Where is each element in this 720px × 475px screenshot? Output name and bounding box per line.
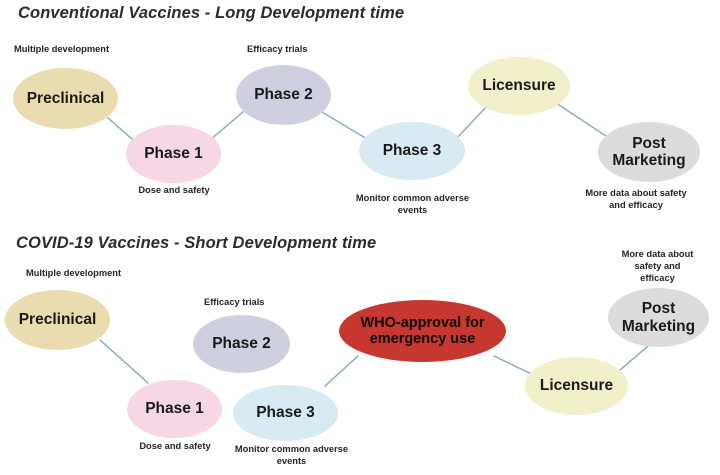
node-phase2[interactable]: Phase 2 [236,65,331,125]
caption-more-data: More data about safety and efficacy [621,249,694,283]
node-preclinical[interactable]: Preclinical [13,68,118,129]
node-post-marketing[interactable]: Post Marketing [598,122,700,182]
node-phase1[interactable]: Phase 1 [126,125,221,183]
node-post-marketing-label: Post Marketing [621,300,696,335]
node-preclinical-label: Preclinical [26,89,105,107]
caption-multiple-development: Multiple development [14,44,110,54]
conventional-vaccines-panel: Conventional Vaccines - Long Development… [0,0,720,228]
caption-monitor-adverse-events: Monitor common adverse events [355,193,470,215]
conventional-panel-title: Conventional Vaccines - Long Development… [18,4,405,22]
node-phase3[interactable]: Phase 3 [233,385,338,441]
node-phase3-label: Phase 3 [256,404,315,422]
node-phase1-label: Phase 1 [145,400,204,418]
node-phase1[interactable]: Phase 1 [127,380,222,438]
edge-licensure-postmarketing [555,102,613,141]
node-preclinical-label: Preclinical [18,311,97,329]
node-preclinical[interactable]: Preclinical [5,290,110,350]
caption-efficacy-trials: Efficacy trials [204,297,265,307]
node-post-marketing-label: Post Marketing [612,134,686,169]
node-post-marketing[interactable]: Post Marketing [608,288,709,347]
node-phase2-label: Phase 2 [254,86,313,104]
caption-efficacy-trials: Efficacy trials [247,44,308,54]
node-licensure[interactable]: Licensure [468,57,570,115]
node-phase3[interactable]: Phase 3 [359,122,465,180]
edge-phase1-phase2 [209,111,244,141]
node-phase1-label: Phase 1 [144,145,203,163]
caption-monitor-adverse-events: Monitor common adverse events [234,444,349,466]
node-phase2-label: Phase 2 [212,335,271,353]
caption-more-data: More data about safety and efficacy [585,188,687,210]
covid19-panel-title: COVID-19 Vaccines - Short Development ti… [16,234,377,252]
node-phase2[interactable]: Phase 2 [193,315,290,373]
node-who-approval[interactable]: WHO-approval for emergency use [339,300,506,362]
edge-phase3-licensure [454,104,489,141]
caption-dose-and-safety: Dose and safety [139,441,211,451]
edge-phase3-who-approval [324,355,359,387]
node-licensure[interactable]: Licensure [525,357,628,415]
caption-dose-and-safety: Dose and safety [138,185,210,195]
node-licensure-label: Licensure [482,77,556,95]
caption-multiple-development: Multiple development [26,268,122,278]
node-phase3-label: Phase 3 [382,142,442,160]
covid19-vaccines-panel: COVID-19 Vaccines - Short Development ti… [0,228,720,475]
edge-preclinical-phase1 [99,339,149,384]
node-who-approval-label: WHO-approval for emergency use [360,314,485,347]
node-licensure-label: Licensure [539,377,614,395]
